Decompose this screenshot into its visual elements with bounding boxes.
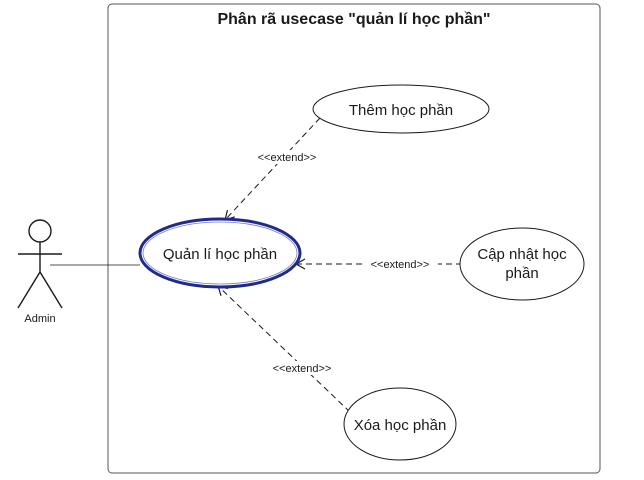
extend-label-update: <<extend>> <box>371 259 430 271</box>
extend-line-delete <box>217 285 351 413</box>
extend-label-bg-update <box>362 257 438 271</box>
usecase-update[interactable]: Cập nhật học phần <box>459 227 585 301</box>
usecase-main-label: Quản lí học phần <box>163 246 277 263</box>
usecase-update-label-line1: Cập nhật học <box>477 246 567 263</box>
usecase-delete-label: Xóa học phần <box>354 417 447 434</box>
usecase-update-label-line2: phần <box>505 265 538 282</box>
usecase-add-label: Thêm học phần <box>349 102 453 119</box>
extend-line-add <box>224 117 321 221</box>
usecase-add[interactable]: Thêm học phần <box>312 84 490 134</box>
extend-label-delete: <<extend>> <box>273 363 332 375</box>
diagram-title: Phân rã usecase "quản lí học phần" <box>217 11 490 28</box>
extend-label-bg-delete <box>264 361 340 375</box>
actor-admin: Admin <box>17 219 63 325</box>
usecase-main[interactable]: Quản lí học phần <box>138 217 302 289</box>
extend-label-bg-add <box>250 150 324 164</box>
extend-label-add: <<extend>> <box>258 152 317 164</box>
stick-figure-icon <box>17 219 63 309</box>
usecase-delete[interactable]: Xóa học phần <box>343 387 457 461</box>
actor-label: Admin <box>24 313 55 325</box>
